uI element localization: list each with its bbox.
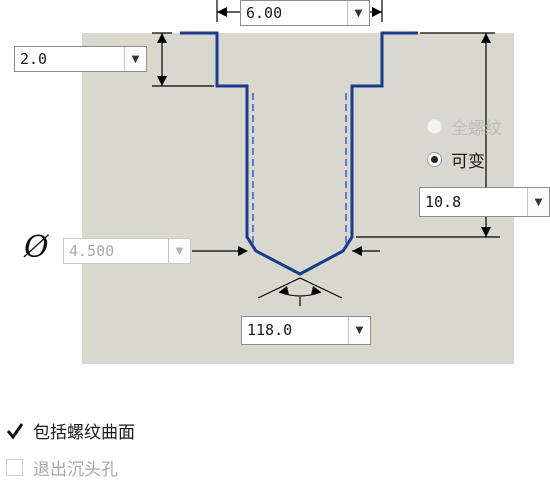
- chevron-down-icon: ▼: [355, 325, 364, 336]
- variable-label: 可变: [451, 152, 485, 172]
- hole-profile: [180, 31, 418, 276]
- include-thread-surface-checkbox[interactable]: 包括螺纹曲面: [6, 418, 135, 443]
- hole-diameter-combo[interactable]: 4.500 ▼: [63, 238, 191, 264]
- radio-indicator[interactable]: [427, 119, 442, 134]
- chevron-down-icon: ▼: [534, 196, 543, 208]
- variable-radio[interactable]: 可变: [427, 147, 485, 172]
- drill-angle-value[interactable]: 118.0: [247, 321, 293, 339]
- head-depth-combo[interactable]: 2.0 ▼: [14, 46, 147, 72]
- diameter-symbol: Ø: [24, 230, 49, 265]
- hole-diameter-dropdown-button[interactable]: ▼: [168, 239, 190, 263]
- head-diameter-combo[interactable]: 6.00 ▼: [240, 0, 370, 26]
- radio-selected-dot: [431, 156, 438, 163]
- thread-depth-dropdown-button[interactable]: ▼: [527, 188, 549, 216]
- head-diameter-value[interactable]: 6.00: [246, 4, 283, 22]
- exit-countersink-label: 退出沉头孔: [33, 460, 118, 480]
- thread-lines: [252, 93, 347, 243]
- head-depth-value[interactable]: 2.0: [20, 50, 48, 68]
- chevron-down-icon: ▼: [354, 7, 363, 19]
- exit-countersink-checkbox[interactable]: 退出沉头孔: [6, 455, 118, 480]
- radio-indicator-selected[interactable]: [427, 152, 442, 167]
- drill-angle-combo[interactable]: 118.0 ▼: [241, 316, 371, 345]
- hole-diameter-value[interactable]: 4.500: [69, 242, 115, 260]
- full-thread-radio[interactable]: 全螺纹: [427, 114, 502, 139]
- head-diameter-dropdown-button[interactable]: ▼: [347, 1, 369, 25]
- drill-angle-dropdown-button[interactable]: ▼: [348, 317, 370, 344]
- chevron-down-icon: ▼: [175, 245, 184, 257]
- checkmark-icon[interactable]: [6, 422, 24, 440]
- full-thread-label: 全螺纹: [451, 119, 502, 139]
- checkbox-box[interactable]: [6, 459, 23, 476]
- dimension-arrows: [157, 7, 491, 295]
- include-thread-surface-label: 包括螺纹曲面: [33, 423, 135, 443]
- head-depth-dropdown-button[interactable]: ▼: [124, 47, 146, 71]
- chevron-down-icon: ▼: [131, 53, 140, 65]
- thread-depth-value[interactable]: 10.8: [425, 193, 462, 211]
- thread-depth-combo[interactable]: 10.8 ▼: [419, 187, 550, 217]
